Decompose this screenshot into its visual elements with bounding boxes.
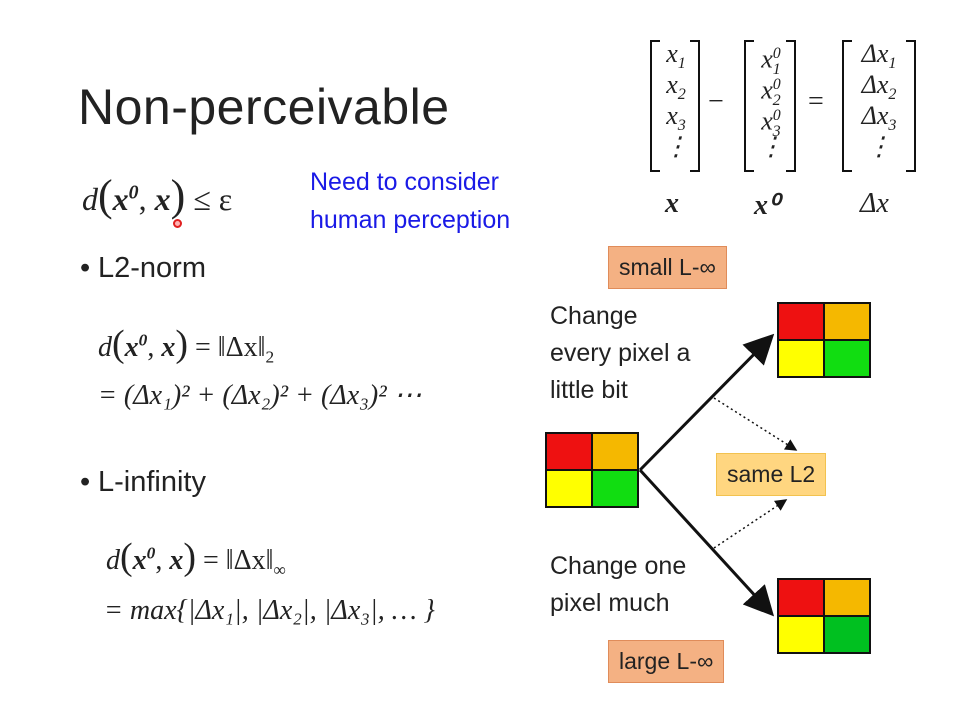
pixel: [778, 340, 824, 377]
pixel-grid-small-change: [777, 302, 871, 378]
arrow-to-large-change: [638, 468, 775, 617]
label-dx: Δx: [860, 188, 889, 219]
l2-equation-2: = (Δx₁)² + (Δx₂)² + (Δx₃)² ⋯: [98, 380, 422, 411]
pixel: [824, 616, 870, 653]
small-linf-box: small L-∞: [608, 246, 727, 289]
cursor-dot: [173, 219, 182, 228]
linf-equation-1: d(x0, x) = ‖Δx‖∞: [106, 536, 286, 580]
pixel: [546, 470, 592, 507]
pixel: [546, 433, 592, 470]
bracket-right: [906, 40, 916, 172]
dotted-arrow-top: [713, 397, 798, 451]
label-change-every-pixel: Change every pixel a little bit: [550, 298, 690, 409]
minus-sign: −: [708, 86, 724, 117]
bullet-linf: •L-infinity: [80, 466, 206, 499]
label-x: x: [665, 188, 679, 219]
label-line: pixel much: [550, 589, 670, 617]
pixel: [824, 579, 870, 616]
bullet-dot: •: [80, 466, 91, 498]
constraint-formula: d(x0, x) ≤ ε: [82, 171, 233, 220]
l2-equation-1: d(x0, x) = ‖Δx‖2: [98, 323, 275, 367]
label-line: every pixel a: [550, 339, 691, 367]
label-line: Change one: [550, 552, 687, 580]
arrow-to-small-change: [638, 333, 775, 472]
pixel: [824, 340, 870, 377]
bullet-l2-label: L2-norm: [98, 252, 206, 284]
label-x0: x⁰: [754, 190, 780, 221]
pixel-grid-original: [545, 432, 639, 508]
same-l2-box: same L2: [716, 453, 827, 496]
bracket-right: [690, 40, 700, 172]
bullet-dot: •: [80, 252, 91, 284]
bracket-right: [786, 40, 796, 172]
bullet-linf-label: L-infinity: [98, 466, 206, 498]
bullet-l2: •L2-norm: [80, 252, 206, 285]
perception-note: Need to consider human perception: [310, 163, 510, 239]
dotted-arrow-bottom: [713, 499, 788, 549]
pixel: [778, 579, 824, 616]
pixel: [824, 303, 870, 340]
note-line-2: human perception: [310, 206, 511, 234]
label-line: Change: [550, 302, 638, 330]
label-change-one-pixel: Change one pixel much: [550, 548, 686, 622]
equals-sign: =: [808, 86, 824, 117]
bracket-left: [744, 40, 754, 172]
note-line-1: Need to consider: [310, 168, 500, 196]
pixel-grid-large-change: [777, 578, 871, 654]
bracket-left: [650, 40, 660, 172]
pixel: [592, 433, 638, 470]
pixel: [592, 470, 638, 507]
vector-x0: x01 x02 x03 ⋮: [758, 44, 784, 161]
label-line: little bit: [550, 376, 628, 404]
bracket-left: [842, 40, 852, 172]
large-linf-box: large L-∞: [608, 640, 725, 683]
slide-title: Non-perceivable: [78, 79, 450, 135]
pixel: [778, 616, 824, 653]
pixel: [778, 303, 824, 340]
linf-equation-2: = max{|Δx₁|, |Δx₂|, |Δx₃|, … }: [104, 595, 435, 626]
